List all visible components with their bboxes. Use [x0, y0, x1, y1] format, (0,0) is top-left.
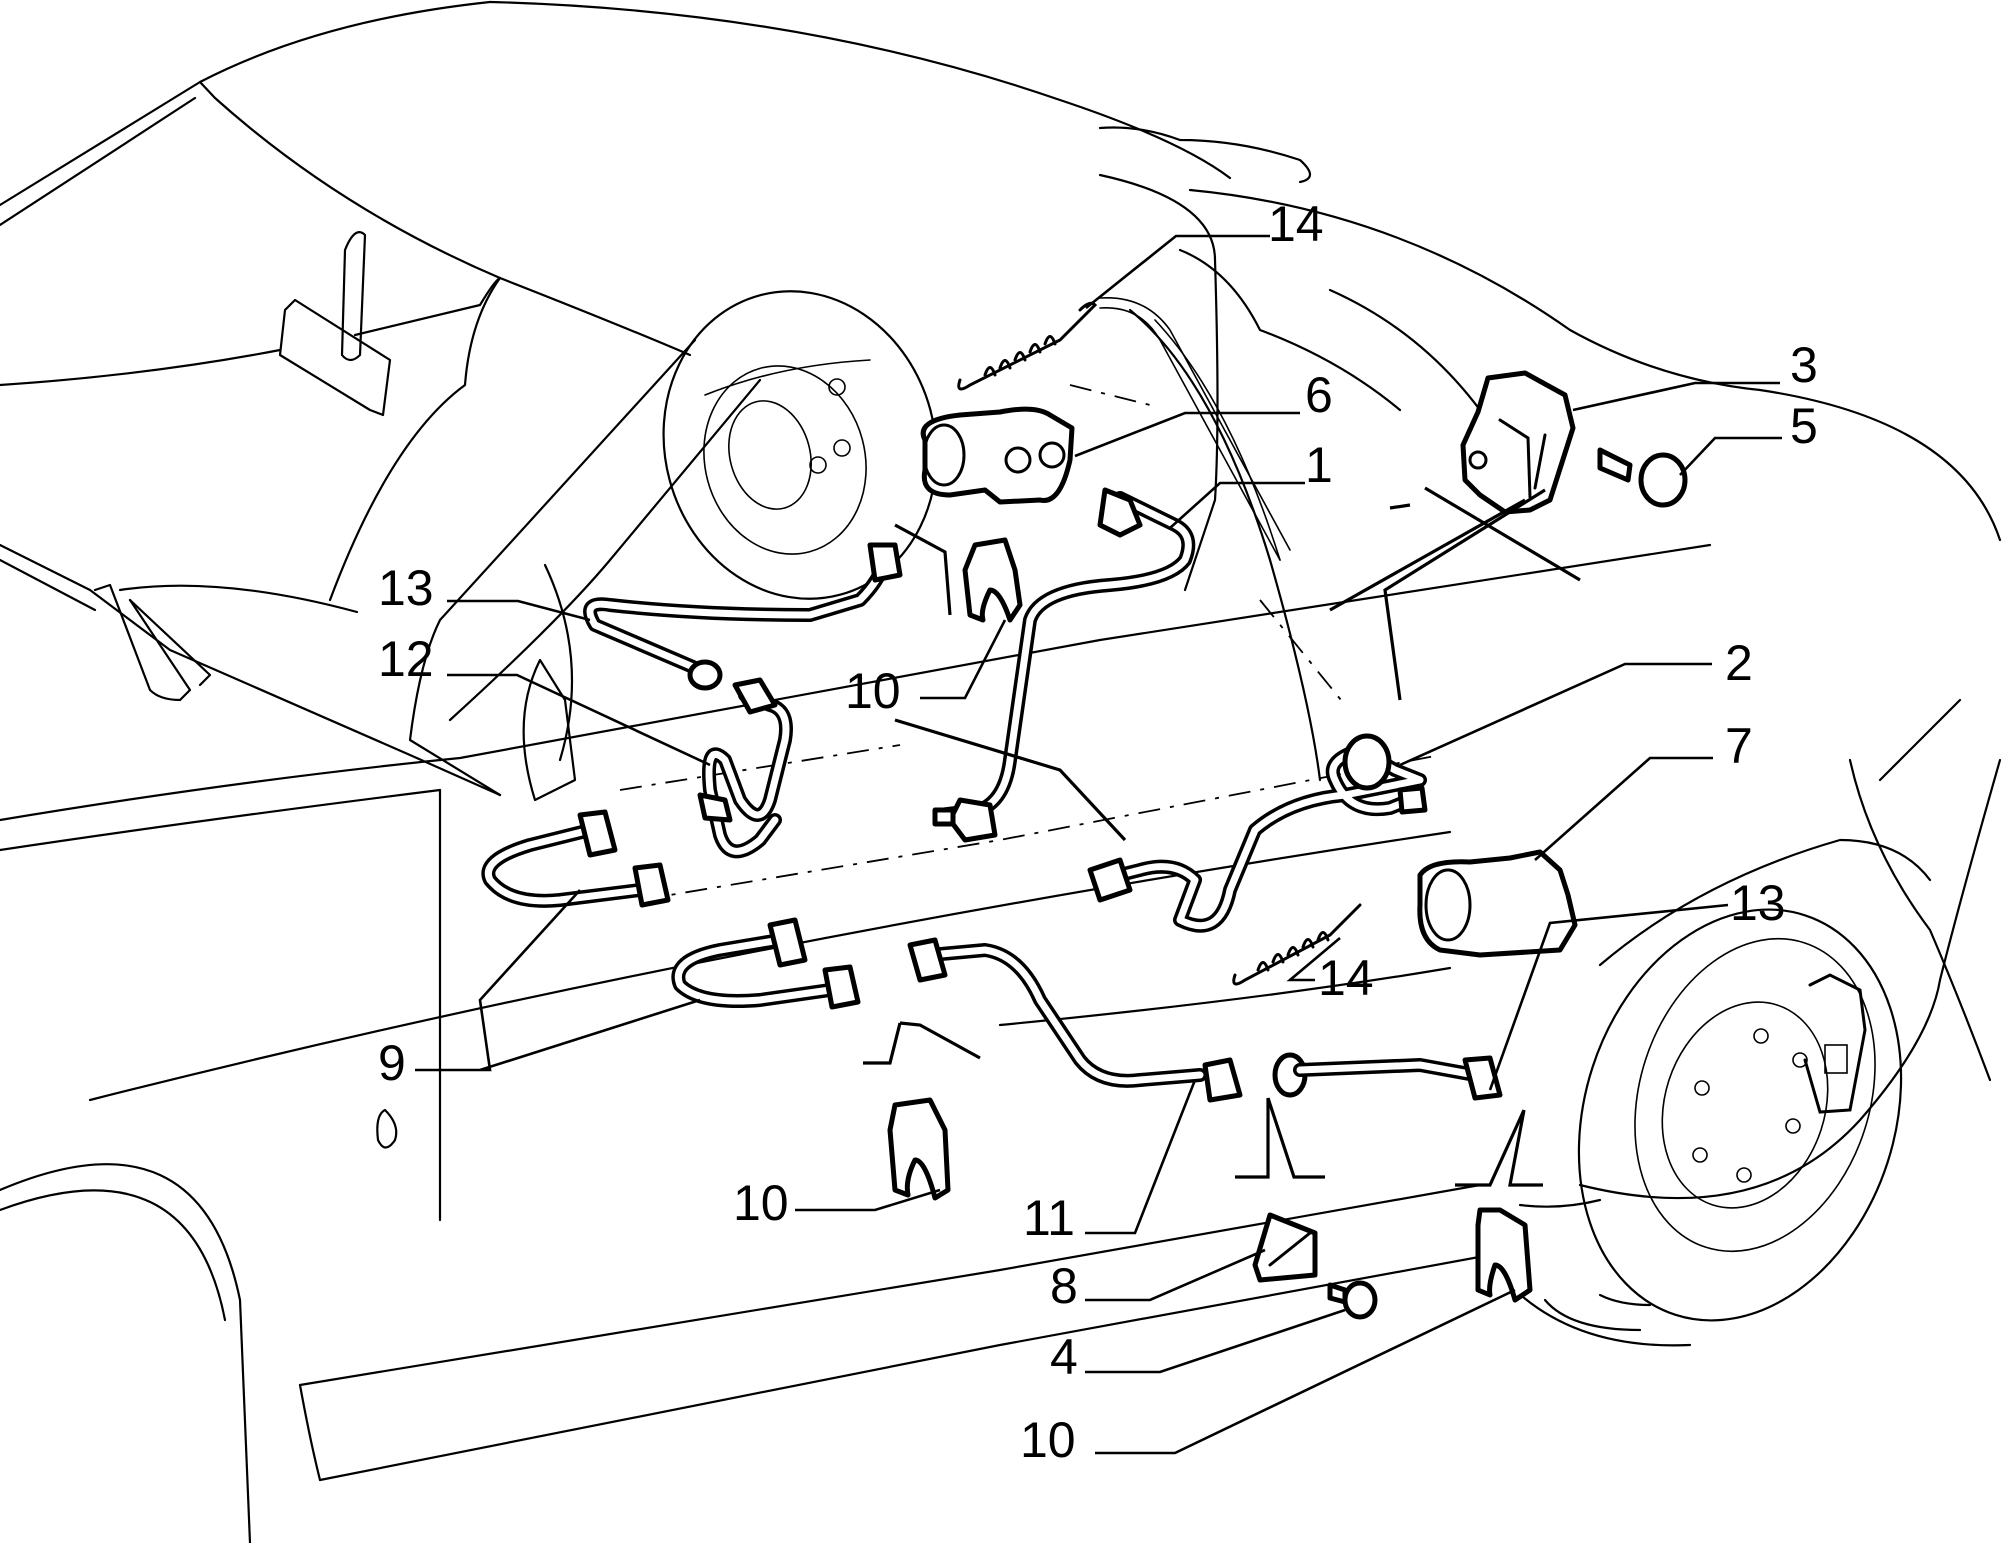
brake-servo — [662, 290, 938, 600]
spring-part-14-bottom — [1232, 903, 1362, 986]
bracket-part-8 — [1252, 1212, 1318, 1283]
bolt-part-4 — [1327, 1280, 1378, 1320]
callout-10-mid: 10 — [733, 1175, 789, 1231]
callout-12: 12 — [378, 631, 434, 687]
callout-10-top: 10 — [845, 663, 901, 719]
callout-9: 9 — [378, 1035, 406, 1091]
leader-lines — [415, 234, 1782, 1455]
brake-disc — [1513, 908, 1903, 1347]
hose-part-9-lower — [671, 917, 861, 1010]
pipe-part-1 — [932, 487, 1196, 843]
callout-8: 8 — [1050, 1258, 1078, 1314]
callout-11: 11 — [1023, 1190, 1075, 1246]
centerlines — [619, 384, 1441, 901]
pipe-part-13-top — [583, 542, 903, 691]
callout-labels: 14 6 1 3 5 13 12 10 2 7 13 14 9 10 11 8 … — [378, 196, 1818, 1468]
spring-part-14-top — [957, 296, 1291, 561]
pipe-part-2 — [1087, 733, 1428, 933]
clip-part-10-mid — [887, 1097, 951, 1201]
callout-14-bottom: 14 — [1318, 950, 1374, 1006]
callout-7: 7 — [1725, 718, 1753, 774]
valve-part-6 — [920, 406, 1075, 505]
hose-part-9-upper — [481, 809, 671, 908]
cover-part-7 — [1417, 849, 1578, 958]
clip-part-10-bottom — [1475, 1207, 1533, 1303]
bolt-part-5 — [1597, 447, 1688, 508]
callout-1: 1 — [1305, 437, 1333, 493]
pipe-part-11-13-lower — [907, 937, 1503, 1103]
callout-3: 3 — [1790, 337, 1818, 393]
pipe-part-12 — [697, 677, 793, 859]
assembly-markers — [863, 486, 1581, 1187]
callout-6: 6 — [1305, 367, 1333, 423]
callout-13-bottom: 13 — [1730, 875, 1786, 931]
callout-13-top: 13 — [378, 560, 434, 616]
callout-5: 5 — [1790, 398, 1818, 454]
callout-10-bottom: 10 — [1020, 1412, 1076, 1468]
callout-14-top: 14 — [1268, 196, 1324, 252]
clip-part-10-top — [962, 537, 1023, 623]
callout-4: 4 — [1050, 1329, 1078, 1385]
callout-2: 2 — [1725, 635, 1753, 691]
bracket-part-3 — [1460, 370, 1576, 515]
